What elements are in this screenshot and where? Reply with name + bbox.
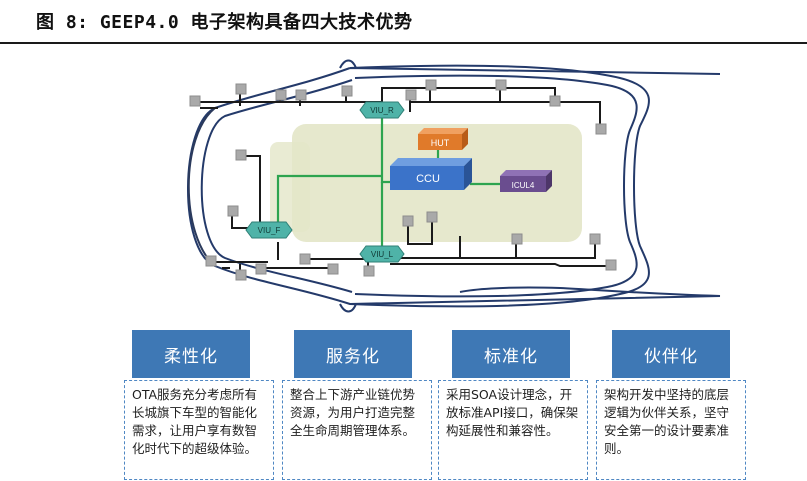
icul4-label: ICUL4: [512, 181, 535, 190]
viu-r-label: VIU_R: [370, 106, 394, 115]
card-desc-partner: 架构开发中坚持的底层逻辑为伙伴关系，坚守安全第一的设计要素准则。: [596, 380, 746, 480]
figure-title: 图 8: GEEP4.0 电子架构具备四大技术优势: [36, 12, 413, 33]
advantage-cards: 柔性化 服务化 标准化 伙伴化 OTA服务充分考虑所有长城旗下车型的智能化需求，…: [0, 322, 807, 481]
ecu-node: [589, 233, 601, 245]
ecu-node: [295, 89, 307, 101]
ecu-node: [341, 85, 353, 97]
hut-node: HUT: [418, 128, 468, 150]
card-desc-standard: 采用SOA设计理念，开放标准API接口，确保架构延展性和兼容性。: [438, 380, 588, 480]
ecu-node: [327, 263, 339, 275]
ecu-node: [426, 211, 438, 223]
card-title-flexible: 柔性化: [132, 330, 250, 378]
ecu-node: [402, 215, 414, 227]
ecu-node: [299, 253, 311, 265]
hut-label: HUT: [431, 138, 450, 148]
ecu-nodes: [189, 79, 617, 281]
architecture-diagram: VIU_R VIU_F VIU_L HUT CCU: [0, 46, 807, 326]
ecu-node: [227, 205, 239, 217]
figure-header: 图 8: GEEP4.0 电子架构具备四大技术优势: [0, 0, 807, 44]
card-title-standard: 标准化: [452, 330, 570, 378]
ecu-node: [235, 269, 247, 281]
viu-r-node: VIU_R: [359, 101, 405, 119]
ecu-node: [405, 89, 417, 101]
ecu-node: [425, 79, 437, 91]
ecu-node: [605, 259, 617, 271]
card-desc-flexible: OTA服务充分考虑所有长城旗下车型的智能化需求，让用户享有数智化时代下的超级体验…: [124, 380, 274, 480]
ecu-node: [189, 95, 201, 107]
card-title-partner: 伙伴化: [612, 330, 730, 378]
card-desc-service: 整合上下游产业链优势资源，为用户打造完整全生命周期管理体系。: [282, 380, 432, 480]
viu-l-label: VIU_L: [371, 250, 394, 259]
viu-l-node: VIU_L: [359, 245, 405, 263]
viu-f-label: VIU_F: [258, 226, 281, 235]
ccu-label: CCU: [416, 173, 440, 185]
icul4-node: ICUL4: [500, 170, 552, 192]
ecu-node: [275, 89, 287, 101]
ecu-node: [205, 255, 217, 267]
ecu-node: [235, 83, 247, 95]
ecu-node: [511, 233, 523, 245]
ecu-node: [495, 79, 507, 91]
viu-f-node: VIU_F: [245, 221, 293, 239]
ecu-node: [235, 149, 247, 161]
ecu-node: [255, 263, 267, 275]
ecu-node: [595, 123, 607, 135]
ecu-node: [549, 95, 561, 107]
ccu-node: CCU: [390, 158, 472, 190]
car-front-outline: [339, 59, 650, 313]
card-title-service: 服务化: [294, 330, 412, 378]
ecu-node: [363, 265, 375, 277]
